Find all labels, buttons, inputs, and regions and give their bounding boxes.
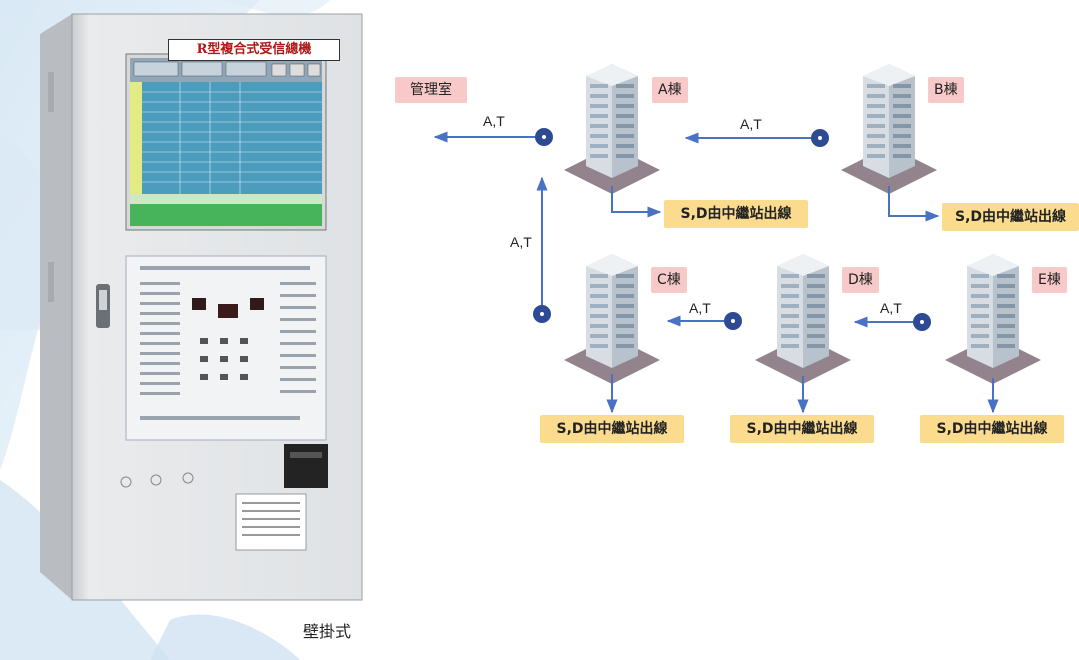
link-label-a-mgmt: A,T	[483, 113, 505, 129]
outlet-box-a: S,D由中繼站出線	[664, 200, 808, 228]
building-d-label: D棟	[842, 267, 879, 293]
link-label-d-c: A,T	[689, 300, 711, 316]
building-b-label: B棟	[928, 77, 964, 103]
outlet-line-b	[888, 186, 940, 222]
control-panel-cabinet: R型複合式受信總機	[40, 12, 365, 602]
management-room-label: 管理室	[395, 77, 467, 103]
outlet-line-a	[611, 186, 662, 218]
outlet-box-b: S,D由中繼站出線	[942, 203, 1079, 231]
building-a-label: A棟	[652, 77, 688, 103]
link-label-b-a: A,T	[740, 116, 762, 132]
building-d-icon	[755, 254, 851, 384]
cabinet-title: R型複合式受信總機	[168, 39, 340, 61]
building-e-icon	[945, 254, 1041, 384]
outlet-box-e: S,D由中繼站出線	[920, 415, 1064, 443]
link-label-c-a: A,T	[510, 234, 532, 250]
cabinet-caption: 壁掛式	[303, 622, 352, 641]
link-label-e-d: A,T	[880, 300, 902, 316]
outlet-box-d: S,D由中繼站出線	[730, 415, 874, 443]
building-e-label: E棟	[1032, 267, 1067, 293]
building-a-icon	[564, 64, 660, 194]
cabinet-illustration	[40, 13, 363, 601]
building-b-icon	[841, 64, 937, 194]
outlet-box-c: S,D由中繼站出線	[540, 415, 684, 443]
building-c-icon	[564, 254, 660, 384]
building-c-label: C棟	[651, 267, 687, 293]
